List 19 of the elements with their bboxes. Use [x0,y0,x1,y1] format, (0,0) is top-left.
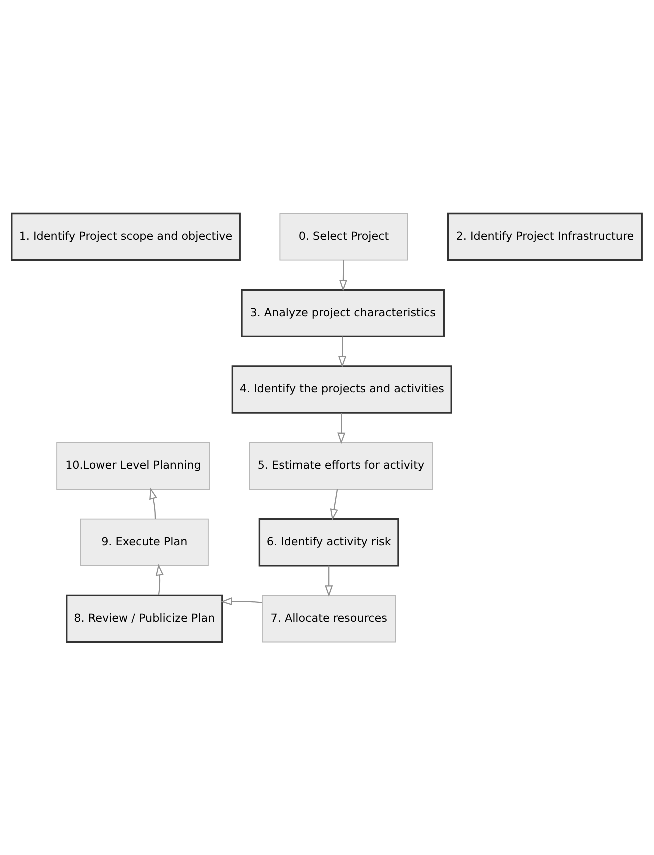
node-box: 8. Review / Publicize Plan [66,594,224,643]
arrow [338,412,346,444]
node-box: 9. Execute Plan [80,518,209,566]
arrow [338,336,347,368]
node-box: 0. Select Project [280,212,408,260]
node-box: 2. Identify Project Infrastructure [448,212,643,261]
node-box: 1. Identify Project scope and objective [11,212,241,261]
node-box: 5. Estimate efforts for activity [249,442,433,490]
arrow [220,597,262,606]
node-box: 3. Analyze project characteristics [241,288,445,338]
arrow [150,487,158,519]
arrow [339,260,348,292]
node-box: 6. Identify activity risk [258,518,400,566]
node-box: 7. Allocate resources [262,594,396,642]
arrow [330,488,338,520]
arrow [156,564,164,596]
arrow [325,565,334,597]
node-box: 10.Lower Level Planning [56,442,210,490]
node-box: 4. Identify the projects and activities [232,365,452,414]
